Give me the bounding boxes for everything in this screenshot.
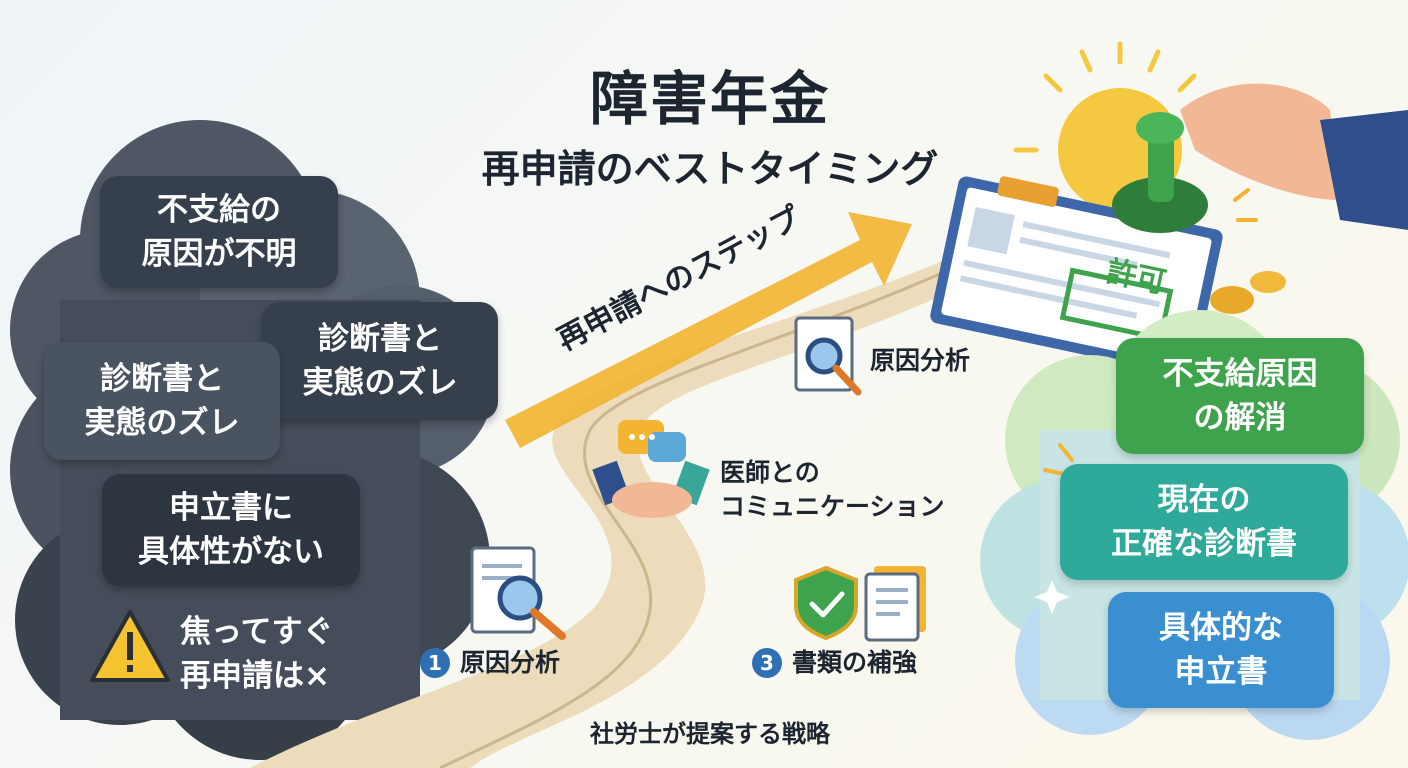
chat-icon [618,420,686,462]
footer-caption: 社労士が提案する戦略 [590,720,830,748]
page-title: 障害年金 [589,65,830,133]
problem-text: 診断書と 実態のズレ [84,361,240,441]
coins-icon [1210,271,1286,314]
solution-box-accurate-diagnosis: 現在の 正確な診断書 [1060,464,1348,580]
documents-icon [864,566,926,642]
problem-text: 申立書に 具体性がない [138,490,324,570]
problem-text: 不支給の 原因が不明 [141,192,297,272]
solution-box-specific-statement: 具体的な 申立書 [1108,592,1334,708]
problem-box-diagnosis-gap: 診断書と 実態のズレ [262,302,498,420]
solution-text: 現在の 正確な診断書 [1111,482,1297,562]
solution-text: 具体的な 申立書 [1159,610,1283,690]
shield-check-icon [794,565,858,641]
sparkle-icon [1034,580,1070,614]
page-subtitle: 再申請のベストタイミング [481,147,939,191]
solution-text: 不支給原因 の解消 [1162,356,1318,436]
step-arrow [505,212,912,448]
step-label-document-reinforcement: 書類の補強 [792,648,918,677]
step-label-cause-analysis-top: 原因分析 [870,346,971,375]
step-number-badge: 1 [420,648,450,678]
problem-text: 診断書と 実態のズレ [302,321,458,401]
step-label-cause-analysis: 原因分析 [460,648,561,677]
problem-box-diagnosis-gap-2: 診断書と 実態のズレ [44,342,280,460]
step-label-doctor-communication: 医師との コミュニケーション [720,458,945,521]
problem-box-unknown-cause: 不支給の 原因が不明 [100,176,338,288]
step-number-badge: 3 [752,648,782,678]
warning-icon [90,610,170,682]
document-search-icon [794,316,862,396]
warning-text: 焦ってすぐ 再申請は× [180,614,334,694]
problem-box-statement: 申立書に 具体性がない [102,474,360,586]
solution-box-resolve-cause: 不支給原因 の解消 [1116,338,1364,454]
shine-lines-icon [1043,188,1258,476]
stamp-hand-icon [1112,83,1408,233]
document-search-icon [470,546,566,640]
handshake-icon [592,460,710,518]
